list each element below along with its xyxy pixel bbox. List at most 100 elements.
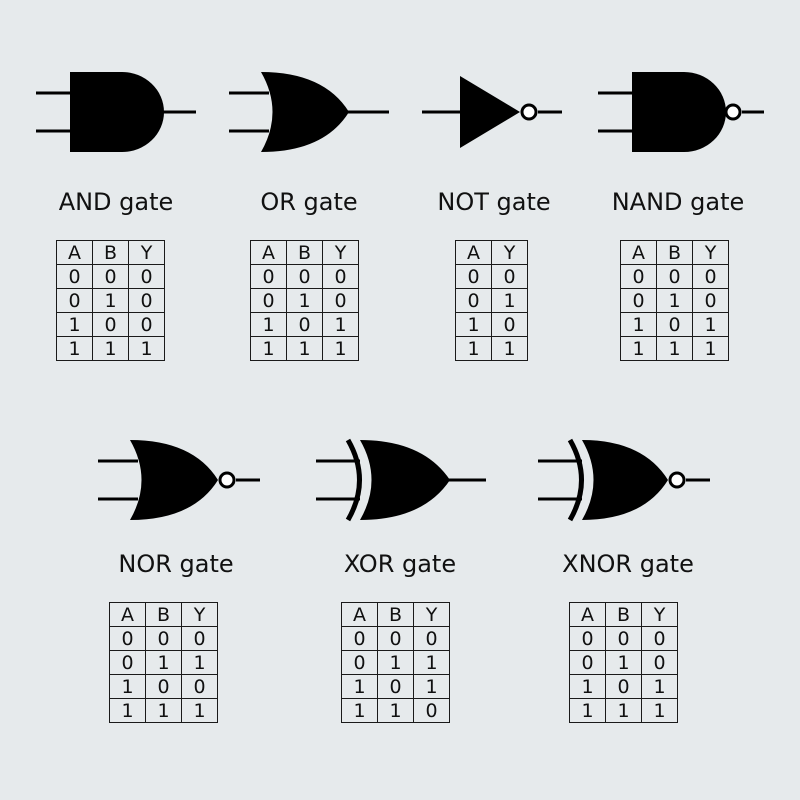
table-header-cell: A <box>250 240 287 265</box>
not-gate-symbol <box>422 76 562 148</box>
table-cell: 1 <box>250 312 287 337</box>
truth-table: A B Y 0 0 0 0 1 1 1 0 1 1 1 0 <box>341 602 450 723</box>
table-header-cell: Y <box>641 602 678 627</box>
table-header-cell: B <box>605 602 642 627</box>
table-row: 0 0 0 <box>341 626 450 651</box>
table-cell: 1 <box>641 674 678 699</box>
table-row: 0 1 0 <box>569 650 678 675</box>
table-cell: 0 <box>322 264 359 289</box>
table-cell: 1 <box>605 650 642 675</box>
table-header-cell: Y <box>181 602 218 627</box>
table-row: 1 0 <box>455 312 528 337</box>
nor-gate-symbol <box>98 440 260 520</box>
table-row: 1 1 1 <box>56 336 165 361</box>
table-cell: 0 <box>656 264 693 289</box>
table-cell: 0 <box>128 288 165 313</box>
table-cell: 0 <box>491 264 528 289</box>
gate-cell-xnor: XNOR gate A B Y 0 0 0 0 1 0 1 0 1 1 1 1 <box>538 430 718 723</box>
table-cell: 1 <box>620 336 657 361</box>
table-cell: 1 <box>413 650 450 675</box>
nand-gate-symbol <box>598 72 764 152</box>
table-cell: 0 <box>341 650 378 675</box>
table-row: 1 1 0 <box>341 698 450 723</box>
table-row: 1 1 1 <box>620 336 729 361</box>
table-cell: 0 <box>491 312 528 337</box>
table-row: 0 1 0 <box>250 288 359 313</box>
table-cell: 0 <box>377 674 414 699</box>
table-cell: 0 <box>92 264 129 289</box>
or-gate-symbol <box>229 72 389 152</box>
table-cell: 1 <box>92 288 129 313</box>
table-cell: 1 <box>620 312 657 337</box>
table-row: 1 0 1 <box>250 312 359 337</box>
and-gate-symbol <box>36 72 196 152</box>
table-cell: 0 <box>341 626 378 651</box>
table-row: 0 1 0 <box>620 288 729 313</box>
gate-label: XNOR gate <box>562 550 694 578</box>
table-row: 1 0 1 <box>341 674 450 699</box>
table-cell: 0 <box>692 264 729 289</box>
table-header-cell: A <box>569 602 606 627</box>
gate-label: NOR gate <box>118 550 234 578</box>
table-cell: 0 <box>128 264 165 289</box>
table-header-cell: B <box>92 240 129 265</box>
table-header-row: A B Y <box>620 240 729 265</box>
gate-cell-not: NOT gate A Y 0 0 0 1 1 0 1 1 <box>404 62 584 361</box>
gate-label: AND gate <box>58 188 174 216</box>
table-header-cell: Y <box>128 240 165 265</box>
table-cell: 1 <box>322 312 359 337</box>
table-row: 1 0 0 <box>56 312 165 337</box>
table-cell: 0 <box>641 626 678 651</box>
gate-cell-xor: XOR gate A B Y 0 0 0 0 1 1 1 0 1 1 1 0 <box>310 430 490 723</box>
table-header-cell: A <box>341 602 378 627</box>
table-row: 1 1 <box>455 336 528 361</box>
table-cell: 0 <box>620 264 657 289</box>
table-cell: 1 <box>491 336 528 361</box>
table-header-row: A B Y <box>109 602 218 627</box>
table-cell: 1 <box>656 336 693 361</box>
gate-cell-nand: NAND gate A B Y 0 0 0 0 1 0 1 0 1 1 1 1 <box>588 62 768 361</box>
table-row: 0 0 0 <box>569 626 678 651</box>
table-row: 0 0 0 <box>620 264 729 289</box>
table-header-cell: B <box>656 240 693 265</box>
table-header-cell: A <box>109 602 146 627</box>
table-cell: 0 <box>181 626 218 651</box>
table-row: 1 0 1 <box>620 312 729 337</box>
table-row: 0 0 0 <box>250 264 359 289</box>
table-cell: 0 <box>569 650 606 675</box>
truth-table: A Y 0 0 0 1 1 0 1 1 <box>455 240 528 361</box>
table-cell: 1 <box>109 674 146 699</box>
table-row: 1 0 1 <box>569 674 678 699</box>
table-cell: 1 <box>341 698 378 723</box>
table-cell: 0 <box>145 626 182 651</box>
table-row: 0 1 1 <box>109 650 218 675</box>
table-header-cell: B <box>145 602 182 627</box>
table-header-row: A Y <box>455 240 528 265</box>
table-header-row: A B Y <box>56 240 165 265</box>
table-cell: 0 <box>569 626 606 651</box>
table-cell: 0 <box>109 626 146 651</box>
table-cell: 1 <box>455 336 492 361</box>
table-cell: 1 <box>181 650 218 675</box>
table-cell: 1 <box>692 312 729 337</box>
table-cell: 1 <box>286 288 323 313</box>
gate-label: XOR gate <box>343 550 457 578</box>
table-cell: 1 <box>286 336 323 361</box>
table-cell: 1 <box>377 698 414 723</box>
table-cell: 1 <box>656 288 693 313</box>
table-row: 0 1 <box>455 288 528 313</box>
truth-table: A B Y 0 0 0 0 1 0 1 0 1 1 1 1 <box>620 240 729 361</box>
table-header-cell: Y <box>491 240 528 265</box>
table-cell: 0 <box>56 288 93 313</box>
table-cell: 1 <box>377 650 414 675</box>
table-row: 1 0 0 <box>109 674 218 699</box>
gate-label: OR gate <box>260 188 358 216</box>
table-header-cell: Y <box>413 602 450 627</box>
table-cell: 1 <box>250 336 287 361</box>
table-cell: 0 <box>413 698 450 723</box>
table-cell: 0 <box>692 288 729 313</box>
table-cell: 0 <box>92 312 129 337</box>
table-cell: 1 <box>128 336 165 361</box>
table-header-cell: A <box>620 240 657 265</box>
table-cell: 1 <box>181 698 218 723</box>
